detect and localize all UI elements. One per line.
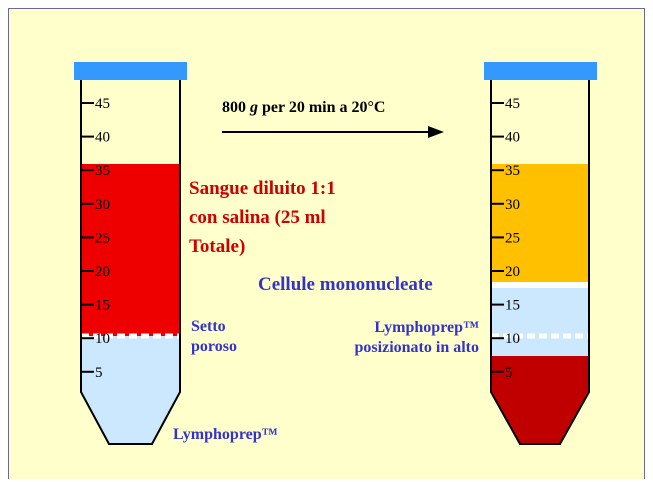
right-tick-label-5: 5 <box>505 365 513 381</box>
right-tick-label-25: 25 <box>505 230 520 246</box>
left-tick-label-40: 40 <box>95 130 110 146</box>
porous-barrier-label: Setto poroso <box>191 318 237 355</box>
right-tube: 45 40 35 30 25 20 15 10 5 <box>484 62 597 445</box>
right-tube-plasma-layer <box>491 164 589 282</box>
left-tick-label-30: 30 <box>95 197 110 213</box>
right-tick-label-45: 45 <box>505 96 520 112</box>
left-tick-label-20: 20 <box>95 264 110 280</box>
left-tube-cap <box>74 62 187 80</box>
right-lymphoprep-label: Lymphoprep™ posizionato in alto <box>354 319 479 356</box>
centrifugation-condition: 800 g per 20 min a 20°C <box>222 99 386 116</box>
left-tick-label-5: 5 <box>95 365 103 381</box>
right-tube-mononuclear-layer <box>491 282 589 288</box>
left-tick-label-10: 10 <box>95 331 110 347</box>
right-tube-cap <box>484 62 597 80</box>
mononuclear-cells-label: Cellule mononucleate <box>258 274 433 295</box>
right-tick-label-10: 10 <box>505 331 520 347</box>
left-lymphoprep-label: Lymphoprep™ <box>173 426 278 443</box>
left-tick-label-15: 15 <box>95 298 110 314</box>
left-tube-outline <box>80 78 181 445</box>
right-tick-label-40: 40 <box>505 130 520 146</box>
left-tick-label-25: 25 <box>95 230 110 246</box>
right-tube-lymphoprep-layer <box>491 288 589 356</box>
right-tick-label-20: 20 <box>505 264 520 280</box>
blood-label: Sangue diluito 1:1 con salina (25 ml Tot… <box>189 178 336 257</box>
left-tick-label-35: 35 <box>95 163 110 179</box>
centrifugation-unit: g <box>250 99 258 116</box>
right-tube-rbc-layer <box>491 356 589 444</box>
left-tube: 45 40 35 30 25 20 15 10 5 <box>74 62 187 445</box>
right-tube-outline <box>490 78 590 445</box>
right-tube-scale: 45 40 35 30 25 20 15 10 5 <box>491 96 520 381</box>
right-tick-label-35: 35 <box>505 163 520 179</box>
left-tube-lymphoprep-layer <box>81 336 180 444</box>
left-tube-blood-layer <box>81 164 180 336</box>
left-tick-label-45: 45 <box>95 96 110 112</box>
centrifugation-arrow <box>222 126 444 138</box>
right-tick-label-15: 15 <box>505 298 520 314</box>
right-tick-label-30: 30 <box>505 197 520 213</box>
left-tube-scale: 45 40 35 30 25 20 15 10 5 <box>81 96 110 381</box>
